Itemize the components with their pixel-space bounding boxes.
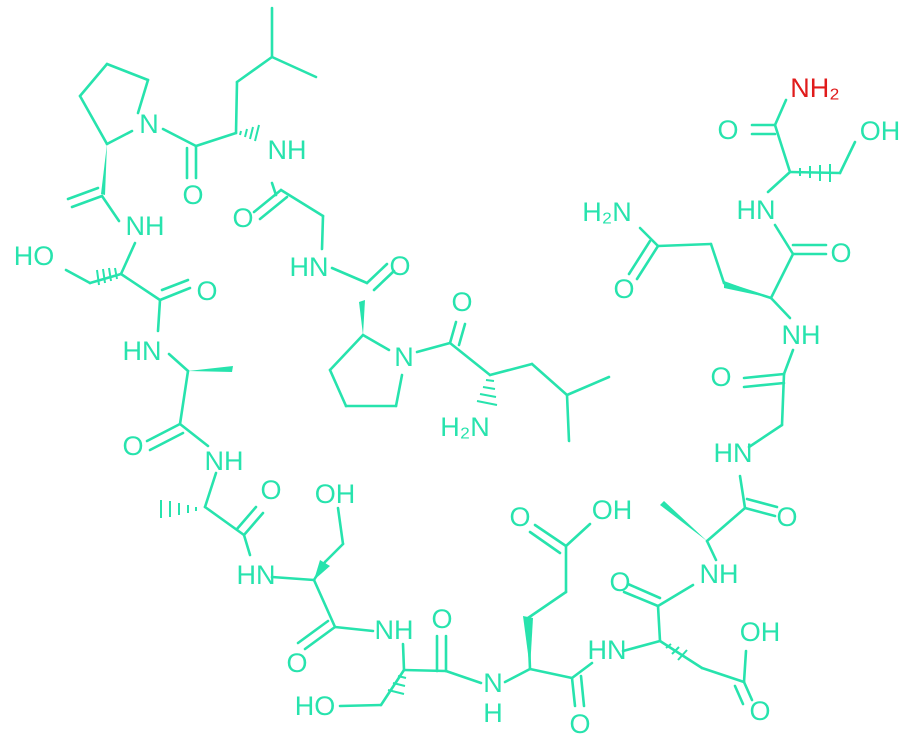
label-o-gly1: O	[232, 203, 253, 233]
label-o-pro1: O	[182, 180, 203, 210]
hash-ser4	[799, 164, 831, 182]
label-nh-ala2: NH	[205, 446, 244, 476]
label-nh-ala3: NH	[700, 559, 739, 589]
hash-leu2	[476, 379, 498, 406]
label-hn-ser2: HN	[237, 560, 276, 590]
label-o-ser1: O	[196, 276, 217, 306]
label-o-ala1: O	[122, 431, 143, 461]
label-o-glu-co: O	[569, 709, 590, 739]
label-h2n-leu2: H₂N	[440, 412, 489, 442]
label-n-pro2: N	[394, 342, 414, 372]
label-nh-gly1: HN	[290, 252, 329, 282]
hash-asp	[665, 643, 688, 661]
hash-ser3	[387, 675, 407, 695]
label-oh-glu-acid: OH	[592, 495, 633, 525]
label-nh-ser3: NH	[375, 615, 414, 645]
label-hn-gly2: HN	[714, 438, 753, 468]
bond-lines	[64, 6, 857, 708]
label-n-glu: N	[483, 668, 503, 698]
label-oh-ser2: OH	[315, 479, 356, 509]
label-o-asp-acid: O	[749, 696, 770, 726]
label-nh-gln: NH	[782, 320, 821, 350]
label-o-ser4: O	[717, 115, 738, 145]
atom-labels: NH N O NH HO O HN O NH O O HN O N O H₂N …	[14, 73, 901, 739]
label-o-ala2: O	[260, 475, 281, 505]
label-nh2-terminal: NH₂	[790, 73, 839, 103]
label-h-glu: H	[483, 698, 503, 728]
hash-ala2	[160, 500, 197, 518]
hash-ser1	[96, 267, 118, 286]
label-o-glu-acid: O	[509, 502, 530, 532]
label-o-ser2: O	[286, 648, 307, 678]
label-o-gln-side: O	[613, 274, 634, 304]
label-hn-ser4: HN	[737, 195, 776, 225]
label-oh-asp-acid: OH	[740, 617, 781, 647]
hash-leu1	[239, 124, 260, 142]
label-o-gly2: O	[710, 362, 731, 392]
label-o-ser3: O	[431, 604, 452, 634]
label-o-pro2: O	[389, 251, 410, 281]
label-ho-ser1: HO	[14, 241, 55, 271]
label-hn-asp: HN	[588, 635, 627, 665]
label-n-pro1: N	[139, 109, 159, 139]
label-o-gln-co: O	[830, 238, 851, 268]
label-oh-ser4: OH	[860, 116, 901, 146]
label-nh-ser1: NH	[126, 211, 165, 241]
label-ho-ser3: HO	[295, 691, 336, 721]
label-o-ala3: O	[776, 502, 797, 532]
label-o-asp: O	[609, 567, 630, 597]
label-nh-leu1: NH	[268, 135, 307, 165]
hashed-bonds	[96, 124, 831, 695]
wedge-bonds	[101, 144, 771, 669]
label-nh-ala1: HN	[123, 336, 162, 366]
label-o-leu2: O	[451, 287, 472, 317]
label-h2n-gln-side: H₂N	[582, 197, 631, 227]
